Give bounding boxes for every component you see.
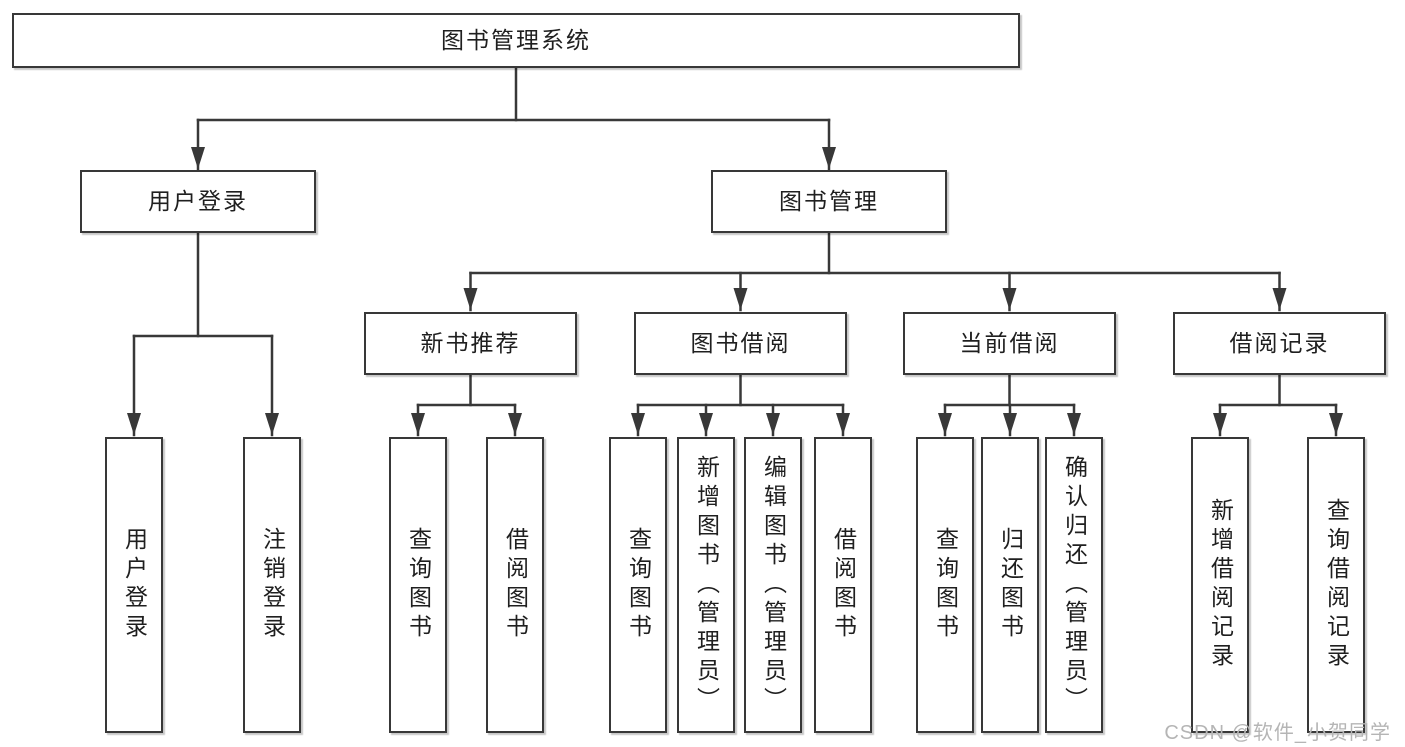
node-add-borrow-record: 新增借阅记录 [1191,437,1249,733]
node-query-books-recommend: 查询图书 [389,437,447,733]
node-logout-login: 注销登录 [243,437,301,733]
node-add-books-admin: 新增图书（管理员） [677,437,735,733]
node-borrow-books-recommend: 借阅图书 [486,437,544,733]
book-management-connectors [463,231,1287,312]
node-edit-books-admin: 编辑图书（管理员） [744,437,802,733]
root-connectors [191,66,836,171]
node-new-book-recommend: 新书推荐 [364,312,577,375]
node-query-books-borrow: 查询图书 [609,437,667,733]
borrow-records-connectors [1213,373,1343,437]
node-return-books: 归还图书 [981,437,1039,733]
current-borrow-connectors [938,373,1081,437]
node-user-login-group: 用户登录 [80,170,316,233]
node-query-books-current: 查询图书 [916,437,974,733]
node-borrow-records: 借阅记录 [1173,312,1386,375]
node-borrow-books: 借阅图书 [814,437,872,733]
node-book-management: 图书管理 [711,170,947,233]
node-confirm-return-admin: 确认归还（管理员） [1045,437,1103,733]
node-current-borrow: 当前借阅 [903,312,1116,375]
node-root-system: 图书管理系统 [12,13,1020,68]
node-query-borrow-record: 查询借阅记录 [1307,437,1365,733]
book-borrow-connectors [631,373,850,437]
node-book-borrow: 图书借阅 [634,312,847,375]
user-login-connectors [127,231,279,437]
node-user-login: 用户登录 [105,437,163,733]
csdn-watermark: CSDN @软件_小贺同学 [1164,722,1391,744]
new-book-recommend-connectors [411,373,522,437]
